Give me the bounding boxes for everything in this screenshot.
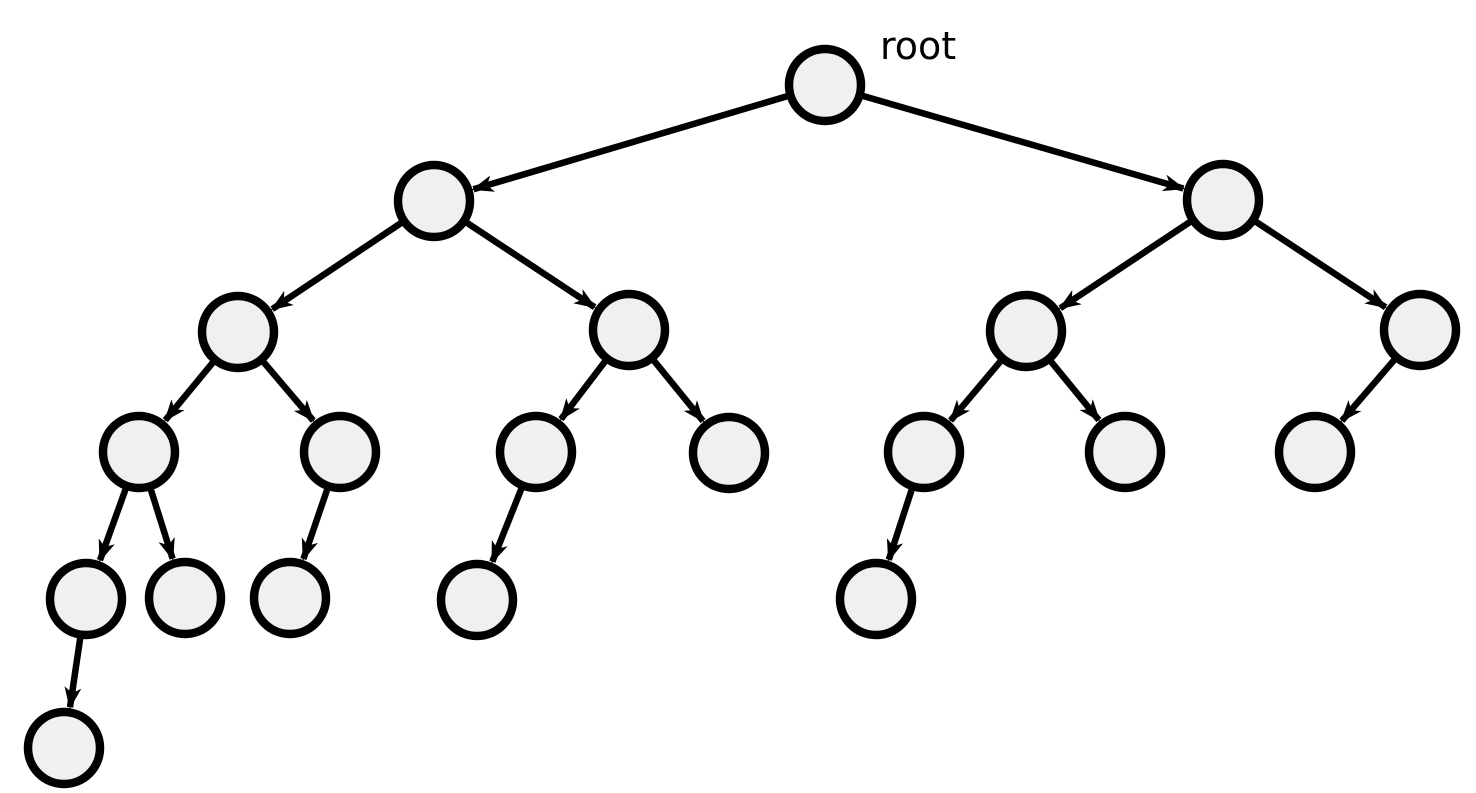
tree-node-n1 bbox=[1182, 159, 1264, 241]
tree-node-n0001 bbox=[144, 557, 226, 639]
root-label: root bbox=[880, 24, 957, 68]
tree-node-n10 bbox=[985, 290, 1067, 372]
tree-node-root bbox=[784, 44, 866, 126]
tree-node-n00 bbox=[197, 291, 279, 373]
tree-node-n0100 bbox=[436, 559, 518, 641]
tree-node-n00000 bbox=[23, 707, 105, 789]
tree-node-n11 bbox=[1379, 289, 1461, 371]
tree-node-n011 bbox=[688, 412, 770, 494]
tree-node-n100 bbox=[883, 411, 965, 493]
tree-node-n010 bbox=[495, 411, 577, 493]
tree-edge-root-n1 bbox=[824, 81, 1186, 192]
tree-node-n0000 bbox=[45, 558, 127, 640]
tree-node-n101 bbox=[1084, 411, 1166, 493]
tree-node-n01 bbox=[588, 289, 670, 371]
tree-node-n000 bbox=[98, 411, 180, 493]
tree-edge-root-n0 bbox=[471, 81, 826, 193]
tree-node-n0010 bbox=[249, 557, 331, 639]
tree-node-n001 bbox=[299, 411, 381, 493]
tree-node-n1000 bbox=[835, 558, 917, 640]
tree-node-n110 bbox=[1274, 411, 1356, 493]
tree-node-n0 bbox=[393, 160, 475, 242]
